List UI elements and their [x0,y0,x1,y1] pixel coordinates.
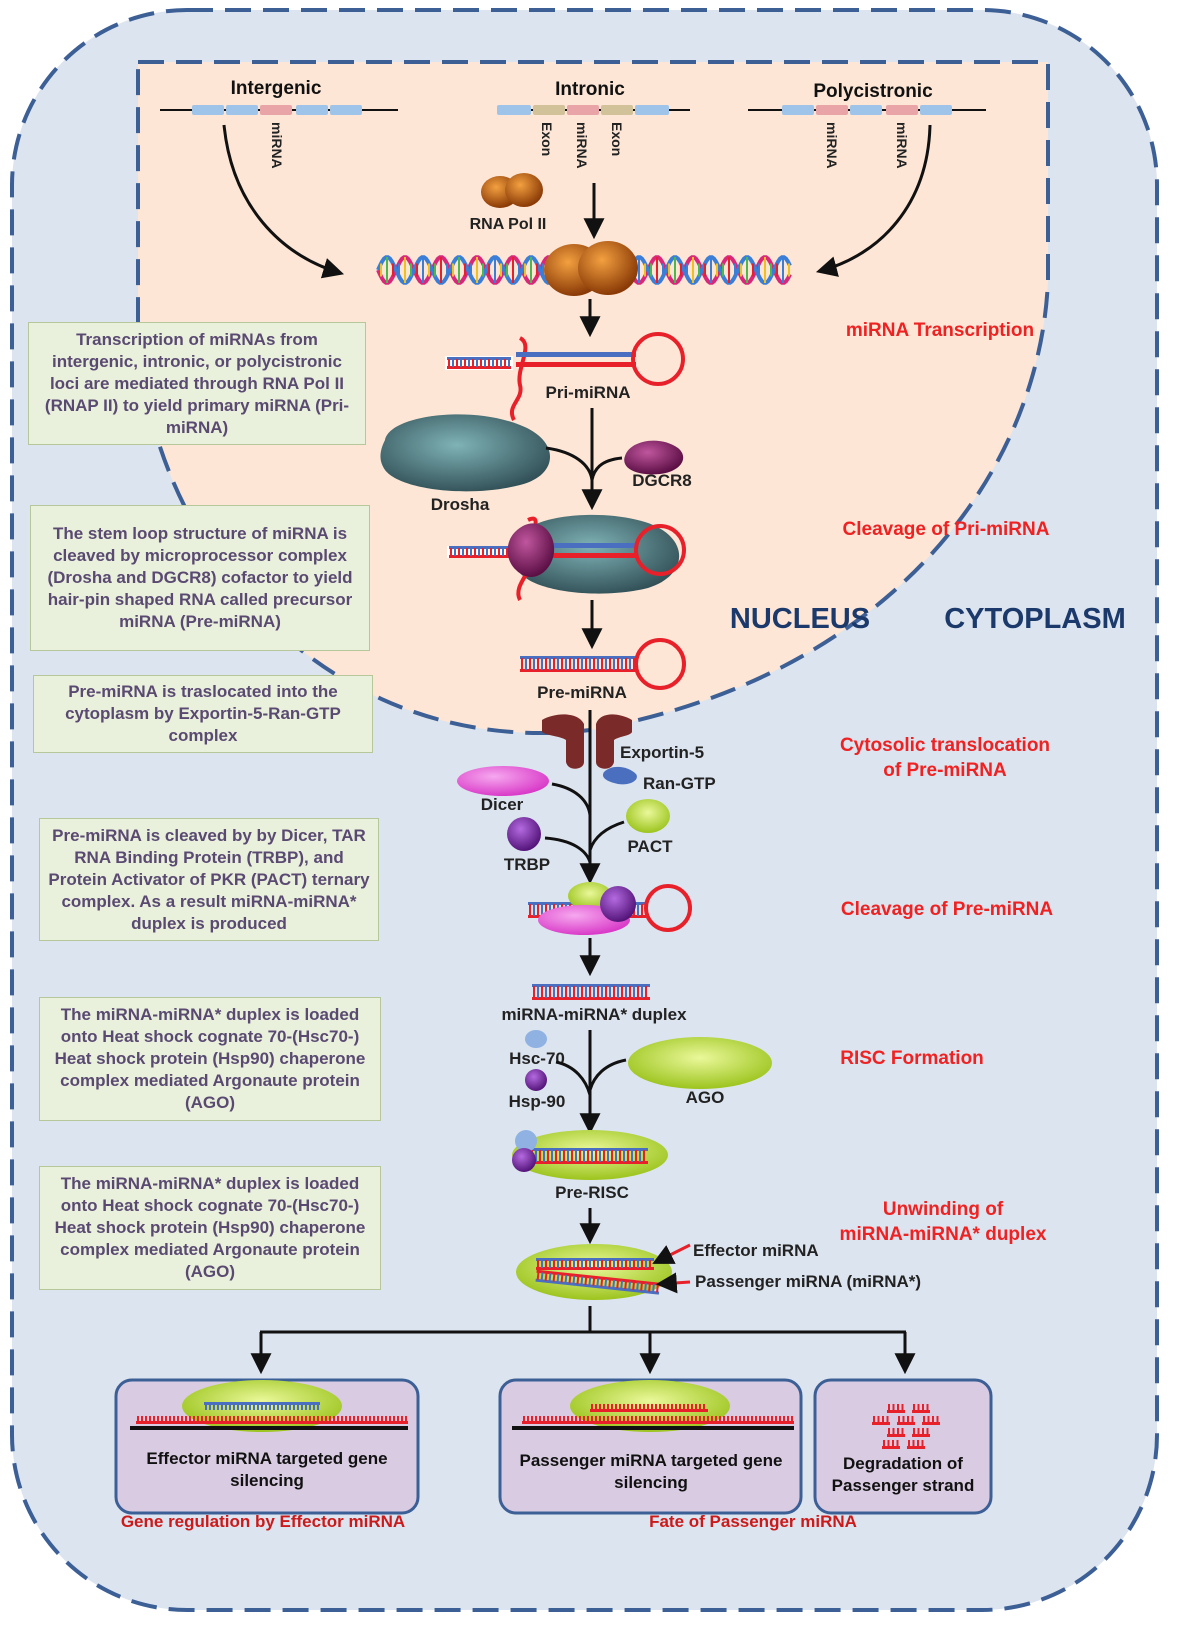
hsp-90-icon [525,1069,547,1091]
step-translocation-2: of Pre-miRNA [883,760,1007,781]
label-nucleus: NUCLEUS [730,603,870,635]
arrow-dicer-join [551,782,592,816]
trbp-icon [507,817,541,851]
note-unwinding: The miRNA-miRNA* duplex is loaded onto H… [39,1166,381,1290]
label-hsp90: Hsp-90 [509,1092,566,1111]
unwinding-complex-icon [516,1244,672,1300]
label-intergenic-mirna: miRNA [269,122,285,169]
label-poly-mirna-2: miRNA [894,122,910,169]
label-polycistronic: Polycistronic [813,81,933,102]
step-translocation-1: Cytosolic translocation [840,735,1050,756]
label-cytoplasm: CYTOPLASM [944,603,1126,635]
rna-pol-on-dna-icon [544,241,638,296]
label-ago: AGO [686,1088,725,1107]
label-pre-mirna: Pre-miRNA [537,683,627,702]
label-dicer: Dicer [481,795,524,814]
arrow-drosha-join [545,446,594,481]
pact-icon [626,799,670,833]
label-rna-pol: RNA Pol II [470,216,547,233]
note-cleavage-pri-text: The stem loop structure of miRNA is clea… [47,524,353,631]
pointer-effector [652,1243,691,1264]
label-pri-mirna: Pri-miRNA [545,383,630,402]
label-intronic-exon-1: Exon [539,122,555,156]
label-trbp: TRBP [504,855,550,874]
label-passenger: Passenger miRNA (miRNA*) [695,1272,921,1291]
step-risc: RISC Formation [840,1048,984,1069]
label-intronic-exon-2: Exon [609,122,625,156]
label-hsc70: Hsc-70 [509,1049,565,1068]
pri-mirna-icon [445,332,685,421]
note-cleavage-pre: Pre-miRNA is cleaved by by Dicer, TAR RN… [39,818,379,941]
microprocessor-complex-icon [447,514,686,601]
label-exportin: Exportin-5 [620,743,704,762]
intergenic-locus: miRNA [160,105,398,169]
step-unwinding-1: Unwinding of [883,1199,1004,1220]
dicer-icon [457,766,549,796]
pre-mirna-icon [520,638,686,690]
exportin-5-icon [542,714,632,769]
dicer-complex-icon [528,882,692,935]
pre-risc-icon [512,1130,668,1180]
arrow-dgcr8-join [590,456,623,481]
note-risc: The miRNA-miRNA* duplex is loaded onto H… [39,997,381,1121]
label-ran-gtp: Ran-GTP [643,774,716,793]
dgcr8-icon [624,440,684,475]
label-dgcr8: DGCR8 [632,471,692,490]
label-poly-mirna-1: miRNA [824,122,840,169]
label-intronic: Intronic [555,79,625,100]
arrow-polycistronic [815,124,932,277]
arrow-intergenic [222,124,345,279]
note-cleavage-pre-text: Pre-miRNA is cleaved by by Dicer, TAR RN… [48,825,370,933]
drosha-icon [380,414,550,492]
degraded-fragments-icon [872,1404,940,1449]
label-effector: Effector miRNA [693,1241,819,1260]
outcome-effector-label: Effector miRNA targeted gene silencing [146,1449,388,1490]
rna-pol-ii-icon [481,173,543,208]
polycistronic-locus: miRNA miRNA [748,105,986,169]
label-pact: PACT [627,837,673,856]
ran-gtp-icon [602,766,637,785]
note-transcription-text: Transcription of miRNAs from intergenic,… [44,329,350,437]
caption-gene-regulation: Gene regulation by Effector miRNA [121,1512,405,1531]
note-risc-text: The miRNA-miRNA* duplex is loaded onto H… [54,1005,366,1112]
outcome-passenger-label: Passenger miRNA targeted gene silencing [519,1451,783,1492]
intronic-locus: Exon miRNA Exon [497,105,690,169]
step-unwinding-2: miRNA-miRNA* duplex [840,1224,1047,1245]
note-translocation: Pre-miRNA is traslocated into the cytopl… [33,675,373,753]
label-drosha: Drosha [431,495,490,514]
duplex-icon [532,984,650,1000]
step-cleavage-pri: Cleavage of Pri-miRNA [843,519,1050,540]
ago-icon [628,1037,772,1089]
note-translocation-text: Pre-miRNA is traslocated into the cytopl… [65,682,341,745]
branch-arrows [250,1306,916,1375]
effector-silencing-icon [130,1380,408,1432]
arrow-pact-join [588,820,625,851]
note-unwinding-text: The miRNA-miRNA* duplex is loaded onto H… [54,1174,366,1281]
note-transcription: Transcription of miRNAs from intergenic,… [28,322,366,445]
arrow-trbp-join [544,836,592,863]
label-intergenic: Intergenic [231,78,322,99]
caption-fate: Fate of Passenger miRNA [649,1512,857,1531]
step-transcription: miRNA Transcription [846,320,1034,341]
label-pre-risc: Pre-RISC [555,1183,629,1202]
arrow-hsc-join [555,1060,592,1096]
note-cleavage-pri: The stem loop structure of miRNA is clea… [30,505,370,651]
label-duplex: miRNA-miRNA* duplex [501,1005,687,1024]
arrow-ago-join [588,1058,627,1091]
outcome-degradation-label: Degradation of Passenger strand [831,1454,975,1495]
pointer-passenger [655,1272,691,1294]
label-intronic-mirna: miRNA [574,122,590,169]
passenger-silencing-icon [512,1380,794,1432]
step-cleavage-pre: Cleavage of Pre-miRNA [841,899,1054,920]
hsc-70-icon [525,1030,547,1048]
outcome-box-degradation [813,1378,993,1515]
